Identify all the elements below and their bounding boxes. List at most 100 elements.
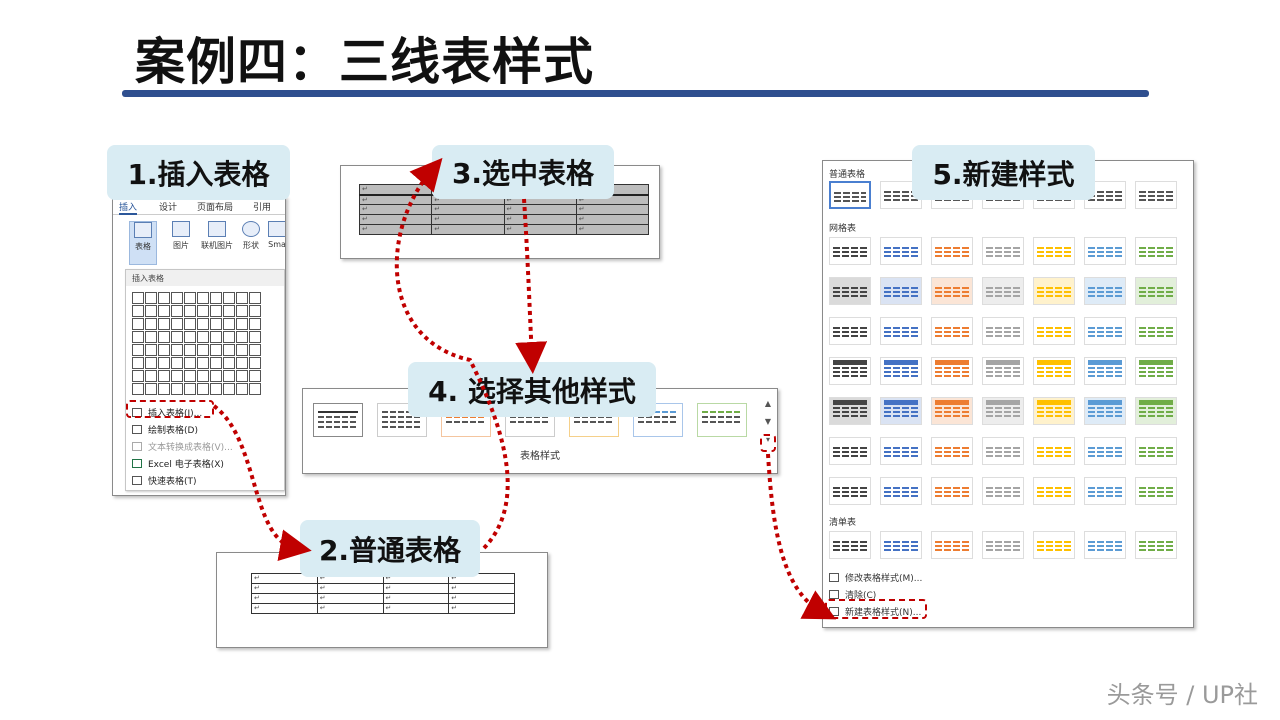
grid-cell[interactable]: [132, 331, 144, 343]
grid-cell[interactable]: [249, 292, 261, 304]
grid-cell[interactable]: [236, 344, 248, 356]
table-style-thumb[interactable]: [880, 237, 922, 265]
table-style-thumb[interactable]: [829, 437, 871, 465]
table-style-thumb[interactable]: [1033, 437, 1075, 465]
table-style-thumb[interactable]: [829, 397, 871, 425]
grid-cell[interactable]: [158, 383, 170, 395]
table-style-thumb[interactable]: [829, 317, 871, 345]
grid-cell[interactable]: [171, 357, 183, 369]
table-style-thumb[interactable]: [982, 531, 1024, 559]
grid-cell[interactable]: [236, 331, 248, 343]
grid-cell[interactable]: [197, 383, 209, 395]
table-style-thumb[interactable]: [982, 357, 1024, 385]
grid-cell[interactable]: [184, 292, 196, 304]
shapes-button[interactable]: 形状: [237, 221, 265, 251]
scroll-up-icon[interactable]: ▲: [764, 399, 772, 408]
grid-cell[interactable]: [210, 383, 222, 395]
grid-cell[interactable]: [236, 292, 248, 304]
grid-cell[interactable]: [197, 370, 209, 382]
table-style-thumb[interactable]: [829, 531, 871, 559]
table-style-thumb[interactable]: [880, 317, 922, 345]
grid-cell[interactable]: [132, 305, 144, 317]
grid-cell[interactable]: [158, 305, 170, 317]
grid-cell[interactable]: [249, 370, 261, 382]
quick-table-menu-item[interactable]: 快速表格(T): [132, 474, 197, 487]
grid-cell[interactable]: [197, 344, 209, 356]
grid-cell[interactable]: [210, 370, 222, 382]
table-style-thumb[interactable]: [1084, 477, 1126, 505]
grid-cell[interactable]: [145, 357, 157, 369]
grid-cell[interactable]: [223, 331, 235, 343]
grid-cell[interactable]: [158, 318, 170, 330]
table-style-thumb[interactable]: [1033, 531, 1075, 559]
grid-cell[interactable]: [249, 344, 261, 356]
table-style-thumb[interactable]: [982, 277, 1024, 305]
grid-cell[interactable]: [223, 344, 235, 356]
table-style-thumb[interactable]: [1084, 531, 1126, 559]
online-picture-button[interactable]: 联机图片: [199, 221, 235, 251]
grid-cell[interactable]: [145, 305, 157, 317]
grid-cell[interactable]: [158, 331, 170, 343]
style-thumb-light-6[interactable]: [697, 403, 747, 437]
grid-cell[interactable]: [236, 305, 248, 317]
grid-cell[interactable]: [210, 318, 222, 330]
table-style-thumb[interactable]: [829, 477, 871, 505]
grid-cell[interactable]: [132, 344, 144, 356]
grid-cell[interactable]: [145, 292, 157, 304]
grid-cell[interactable]: [158, 344, 170, 356]
table-size-grid[interactable]: [132, 292, 261, 395]
grid-cell[interactable]: [171, 344, 183, 356]
table-style-thumb[interactable]: [931, 357, 973, 385]
table-style-thumb[interactable]: [1033, 477, 1075, 505]
table-style-thumb[interactable]: [1135, 477, 1177, 505]
table-style-thumb[interactable]: [1084, 317, 1126, 345]
table-style-thumb[interactable]: [982, 437, 1024, 465]
table-style-thumb[interactable]: [1084, 397, 1126, 425]
table-style-thumb[interactable]: [829, 277, 871, 305]
table-style-thumb[interactable]: [931, 317, 973, 345]
grid-cell[interactable]: [184, 344, 196, 356]
modify-style-menu-item[interactable]: 修改表格样式(M)...: [829, 571, 922, 584]
list-styles-grid[interactable]: [829, 531, 1177, 559]
grid-cell[interactable]: [236, 383, 248, 395]
draw-table-menu-item[interactable]: 绘制表格(D): [132, 423, 198, 436]
grid-cell[interactable]: [197, 331, 209, 343]
grid-cell[interactable]: [171, 383, 183, 395]
grid-cell[interactable]: [184, 331, 196, 343]
table-style-thumb[interactable]: [880, 397, 922, 425]
table-style-thumb[interactable]: [1135, 317, 1177, 345]
grid-cell[interactable]: [249, 305, 261, 317]
grid-cell[interactable]: [158, 357, 170, 369]
table-style-thumb[interactable]: [1135, 357, 1177, 385]
grid-cell[interactable]: [132, 357, 144, 369]
table-style-thumb[interactable]: [1033, 317, 1075, 345]
grid-cell[interactable]: [184, 357, 196, 369]
scroll-down-icon[interactable]: ▼: [764, 417, 772, 426]
table-style-thumb[interactable]: [829, 237, 871, 265]
grid-cell[interactable]: [171, 331, 183, 343]
smartart-button[interactable]: Sma: [263, 221, 285, 249]
tab-layout[interactable]: 页面布局: [197, 203, 234, 213]
grid-cell[interactable]: [197, 305, 209, 317]
grid-cell[interactable]: [158, 292, 170, 304]
grid-cell[interactable]: [223, 318, 235, 330]
tab-references[interactable]: 引用: [253, 203, 272, 213]
grid-cell[interactable]: [197, 318, 209, 330]
table-style-thumb[interactable]: [1135, 531, 1177, 559]
grid-cell[interactable]: [184, 318, 196, 330]
grid-cell[interactable]: [132, 370, 144, 382]
table-style-thumb[interactable]: [982, 317, 1024, 345]
grid-cell[interactable]: [145, 370, 157, 382]
grid-cell[interactable]: [171, 305, 183, 317]
grid-cell[interactable]: [184, 383, 196, 395]
grid-cell[interactable]: [236, 318, 248, 330]
grid-cell[interactable]: [223, 292, 235, 304]
plain-table[interactable]: ↵↵↵↵ ↵↵↵↵ ↵↵↵↵ ↵↵↵↵: [251, 573, 515, 614]
grid-cell[interactable]: [210, 344, 222, 356]
grid-cell[interactable]: [210, 331, 222, 343]
table-style-thumb[interactable]: [1135, 437, 1177, 465]
table-style-thumb[interactable]: [880, 357, 922, 385]
table-style-thumb[interactable]: [1084, 357, 1126, 385]
table-style-thumb[interactable]: [931, 237, 973, 265]
table-style-thumb[interactable]: [880, 531, 922, 559]
